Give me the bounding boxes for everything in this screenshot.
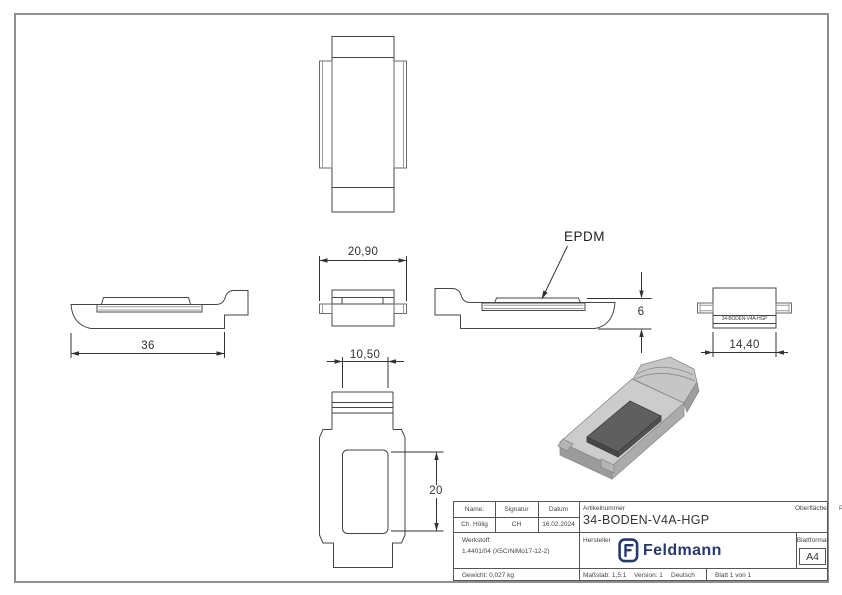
divider: [454, 517, 579, 518]
surface-label: Oberfläche:: [795, 505, 829, 512]
feldmann-logo: Feldmann: [618, 538, 722, 563]
divider: [454, 532, 827, 533]
side-view-left: [70, 290, 249, 358]
isometric-view: [557, 356, 700, 480]
version-value: Version: 1: [634, 572, 663, 579]
signature-header: Signatur: [504, 506, 529, 513]
feldmann-logo-text: Feldmann: [643, 541, 722, 559]
front-view-center: [319, 256, 407, 327]
date-value: 16.02.2024: [542, 521, 575, 528]
dim-label-20: 20: [422, 485, 450, 498]
sheet-format-label: Blattformat: [796, 536, 829, 544]
material-label: Werkstoff:: [462, 537, 492, 544]
language-value: Deutsch: [671, 572, 695, 579]
dim-label-10-50: 10,50: [349, 349, 381, 361]
dim-label-14-40: 14,40: [729, 339, 760, 351]
top-view: [319, 36, 407, 213]
name-value: Ch. Hölig: [461, 521, 488, 528]
scale-value: Maßstab: 1,5:1: [583, 572, 627, 579]
material-value: 1.4401/04 (X5CrNiMo17-12-2): [462, 548, 550, 555]
engraved-part-number: 34-BODEN-V4A-HGP: [721, 316, 768, 322]
date-header: Datum: [548, 506, 569, 513]
sheet-format-cell: A4: [796, 532, 829, 568]
article-number-value: 34-BODEN-V4A-HGP: [583, 513, 710, 527]
bottom-view: [319, 357, 444, 568]
drawing-border: [14, 13, 829, 583]
signature-value: CH: [511, 521, 522, 528]
divider: [796, 532, 797, 568]
feldmann-logo-icon: [618, 538, 639, 563]
epdm-callout: EPDM: [564, 229, 606, 244]
dim-label-6: 6: [632, 306, 650, 319]
weight-value: Gewicht: 0,027 kg: [462, 572, 515, 579]
surface-value: Poliert: [839, 505, 842, 512]
manufacturer-label: Hersteller: [583, 537, 611, 544]
sheet-format-value: A4: [799, 548, 826, 565]
dim-label-20-90: 20,90: [347, 246, 379, 258]
title-block: Name: Signatur Datum Ch. Hölig CH 16.02.…: [453, 501, 842, 581]
divider: [454, 568, 827, 569]
right-side-view: [697, 287, 792, 357]
dim-label-36: 36: [141, 340, 155, 352]
divider: [706, 568, 707, 580]
sheet-number-value: Blatt 1 von 1: [715, 572, 752, 579]
article-number-label: Artikelnummer: [583, 505, 625, 512]
divider: [579, 502, 580, 580]
name-header: Name:: [464, 506, 485, 513]
side-view-epdm: [434, 245, 652, 353]
